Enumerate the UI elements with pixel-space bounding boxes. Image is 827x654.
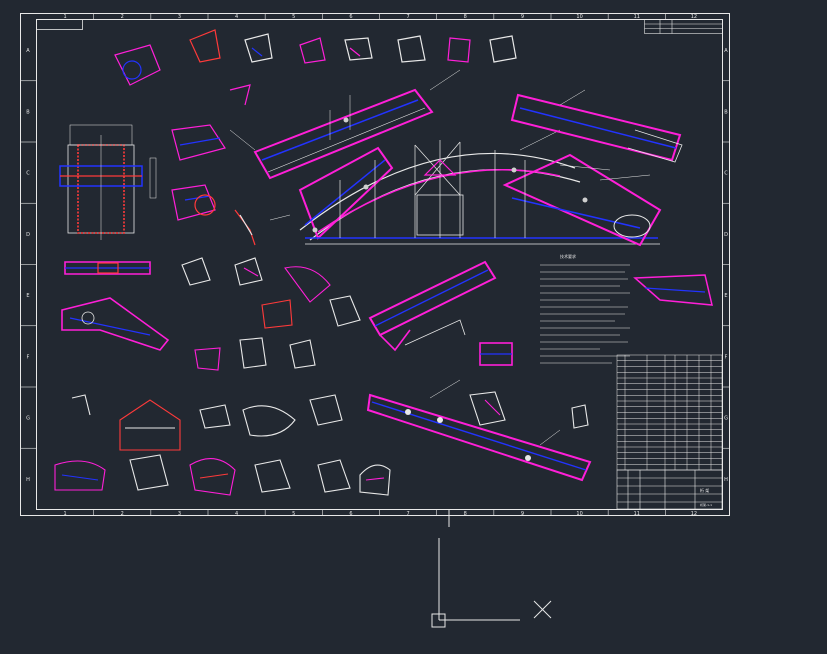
column-label: 1 (63, 511, 66, 517)
column-label: 5 (292, 14, 295, 20)
sheet-inner-border (36, 19, 723, 510)
bill-of-materials-table[interactable] (616, 354, 723, 471)
column-label: 6 (349, 14, 352, 20)
section-view-left[interactable] (59, 124, 157, 240)
technical-notes-block: 技术要求 (540, 253, 630, 364)
detail-views-row-d[interactable] (54, 391, 589, 496)
drawing-code: 桁架-1-1 (700, 502, 712, 507)
column-label: 11 (634, 511, 640, 517)
column-label: 6 (349, 511, 352, 517)
column-label: 1 (63, 14, 66, 20)
column-label: 7 (406, 511, 409, 517)
column-label: 8 (464, 14, 467, 20)
column-label: 12 (691, 511, 697, 517)
corner-label-box (36, 19, 83, 30)
revision-table (644, 19, 723, 34)
technical-notes-heading: 技术要求 (560, 253, 576, 259)
row-label: C (724, 171, 728, 177)
column-label: 11 (634, 14, 640, 20)
column-label: 3 (178, 14, 181, 20)
column-label: 4 (235, 511, 238, 517)
row-label: D (26, 232, 30, 238)
column-label: 7 (406, 14, 409, 20)
main-truss-assembly[interactable] (229, 69, 662, 247)
secondary-truss-detail[interactable] (368, 260, 513, 366)
row-label: A (26, 48, 30, 54)
column-label: 2 (121, 511, 124, 517)
lower-diagonal-beam[interactable] (366, 379, 592, 482)
row-label: F (725, 354, 728, 360)
column-label: 10 (576, 511, 582, 517)
detail-view-right-shoe[interactable] (633, 274, 713, 306)
detail-views-row-a[interactable] (114, 29, 517, 106)
row-label: H (26, 477, 30, 483)
row-label: E (26, 293, 29, 299)
crosshair-icon[interactable] (533, 600, 552, 619)
title-block[interactable] (616, 469, 723, 510)
detail-views-row-c[interactable] (181, 257, 361, 371)
column-label: 9 (521, 511, 524, 517)
sheet-outer-border (20, 13, 730, 516)
column-label: 12 (691, 14, 697, 20)
row-label: A (724, 48, 728, 54)
row-label: G (26, 416, 30, 422)
row-labels-left: A B C D E F G H (20, 48, 37, 483)
row-label: E (724, 293, 727, 299)
ucs-axis-icon (431, 538, 520, 628)
row-label: D (724, 232, 728, 238)
column-label: 4 (235, 14, 238, 20)
detail-views-row-b[interactable] (171, 124, 256, 246)
column-label: 2 (121, 14, 124, 20)
column-label: 9 (521, 14, 524, 20)
column-label: 10 (576, 14, 582, 20)
column-label: 3 (178, 511, 181, 517)
row-label: B (26, 109, 30, 115)
row-label: H (724, 477, 728, 483)
drawing-name: 桁 架 (700, 487, 709, 493)
row-labels-right: A B C D E F G H (722, 48, 730, 483)
row-label: F (27, 354, 30, 360)
horizontal-rod-detail[interactable] (61, 261, 170, 351)
row-label: G (724, 416, 728, 422)
column-label: 8 (464, 511, 467, 517)
row-label: C (26, 171, 30, 177)
row-label: B (724, 109, 728, 115)
top-right-beam-detail[interactable] (510, 89, 683, 163)
column-label: 5 (292, 511, 295, 517)
